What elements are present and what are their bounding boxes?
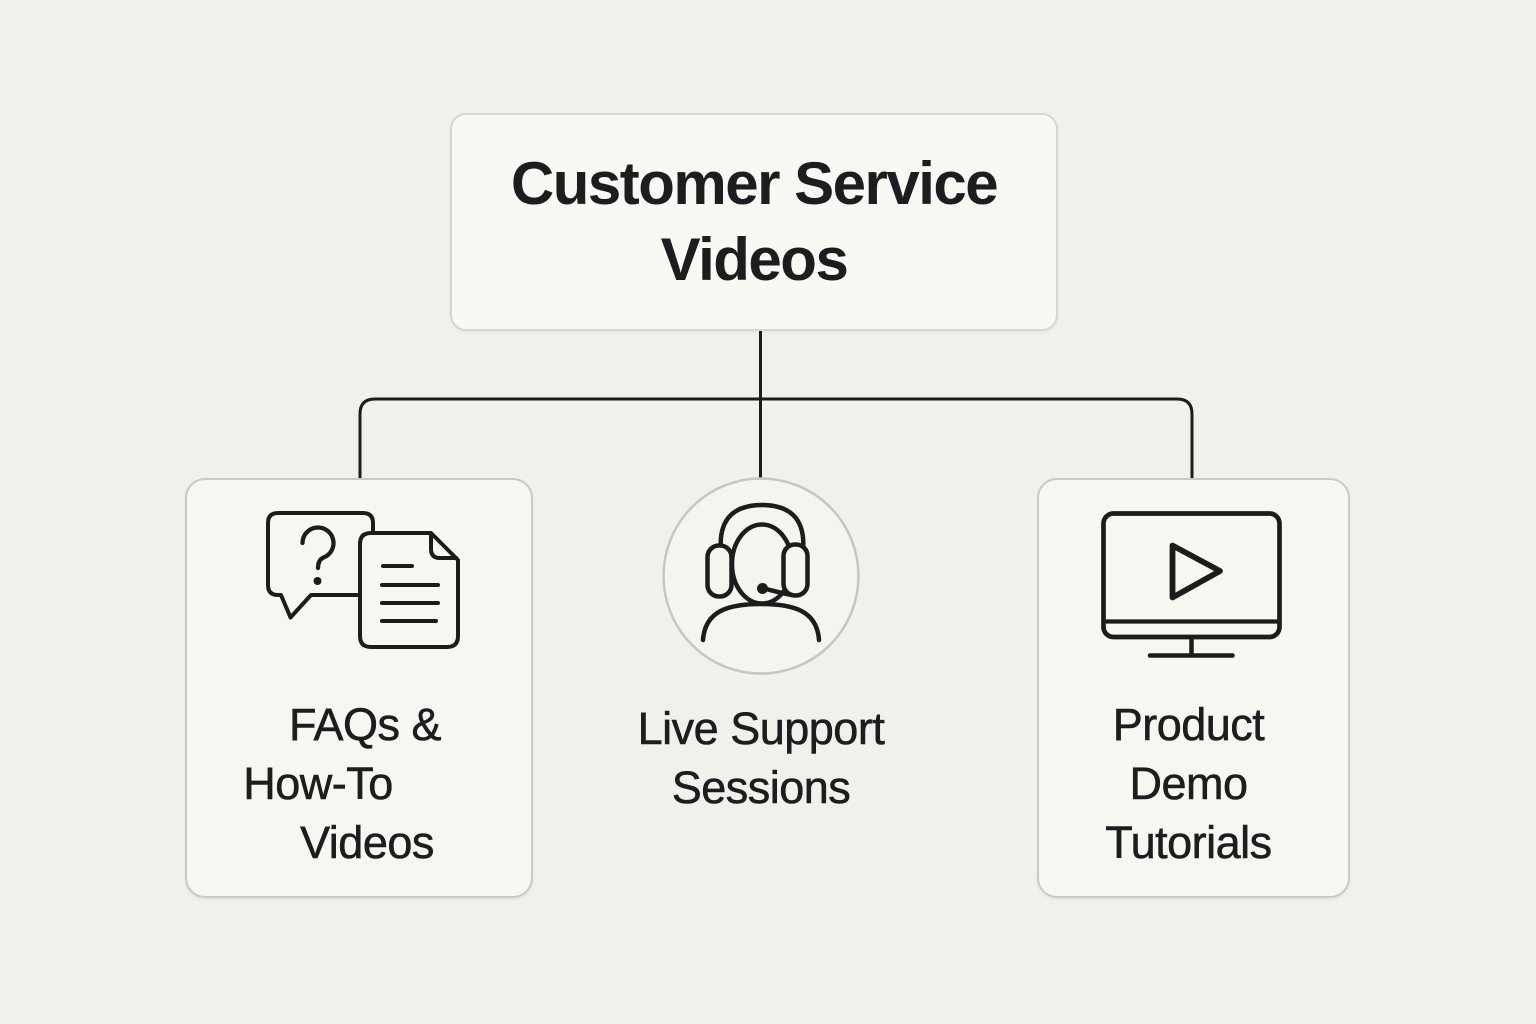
label-faqs-how-to-videos: FAQs & How-To Videos <box>185 695 533 872</box>
label-line: Live Support <box>637 703 885 755</box>
headset-ear-cup-left <box>705 543 734 599</box>
root-label-line-2: Videos <box>660 226 849 293</box>
node-customer-service-videos: Customer Service Videos <box>450 113 1058 331</box>
label-line: Sessions <box>671 762 851 814</box>
headset-mic-tip <box>757 583 768 594</box>
label-product-demo-tutorials: Product Demo Tutorials <box>1037 695 1350 872</box>
agent-shoulders <box>700 601 822 643</box>
headset-ear-cup-right <box>781 542 810 598</box>
label-line: Tutorials <box>1105 817 1272 869</box>
live-support-circle <box>662 477 860 675</box>
label-line: How-To <box>243 758 394 810</box>
root-label-line-1: Customer Service <box>510 150 999 217</box>
label-line: FAQs & <box>288 699 442 751</box>
headset-mic-boom <box>765 587 795 598</box>
branch-connector-line <box>358 397 1194 478</box>
label-line: Demo <box>1129 758 1248 810</box>
support-agent-headset-icon <box>700 502 822 643</box>
label-line: Product <box>1112 699 1265 751</box>
label-line: Videos <box>300 817 435 869</box>
label-live-support-sessions: Live Support Sessions <box>586 699 936 817</box>
headset-band <box>718 502 806 554</box>
agent-head <box>729 522 795 606</box>
